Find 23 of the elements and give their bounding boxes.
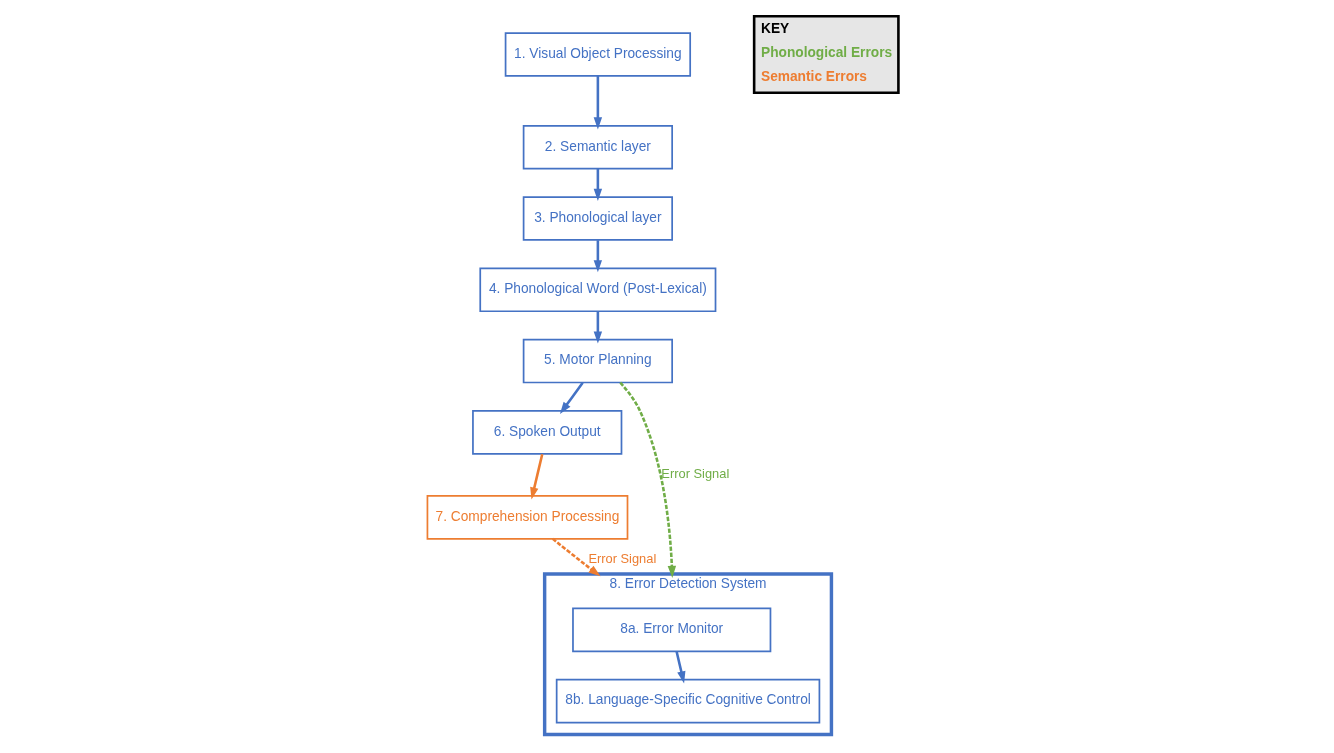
- node-box: 6. Spoken Output: [472, 410, 623, 455]
- node-box: 7. Comprehension Processing: [426, 495, 629, 540]
- node-box: 8b. Language-Specific Cognitive Control: [555, 678, 821, 724]
- edge-label: Error Signal: [661, 465, 730, 481]
- arrow: [593, 168, 603, 201]
- arrow: [619, 381, 677, 578]
- node-box: 4. Phonological Word (Post-Lexical): [479, 267, 717, 313]
- arrow: [675, 651, 686, 684]
- legend-label: Semantic Errors: [761, 68, 868, 84]
- node-box: 1. Visual Object Processing: [504, 32, 692, 77]
- arrow: [593, 76, 603, 130]
- arrow: [593, 311, 603, 344]
- arrow: [559, 382, 584, 414]
- arrow: [530, 453, 544, 500]
- node-box: 3. Phonological layer: [522, 196, 673, 241]
- edge-label: Error Signal: [588, 550, 657, 566]
- arrow: [593, 240, 603, 273]
- legend-label: Phonological Errors: [761, 44, 893, 60]
- node-box: 2. Semantic layer: [522, 124, 673, 170]
- arrow: [552, 537, 601, 577]
- node-box: 8a. Error Monitor: [572, 607, 772, 653]
- label: KEY: [761, 20, 790, 36]
- node-box: 5. Motor Planning: [522, 338, 673, 384]
